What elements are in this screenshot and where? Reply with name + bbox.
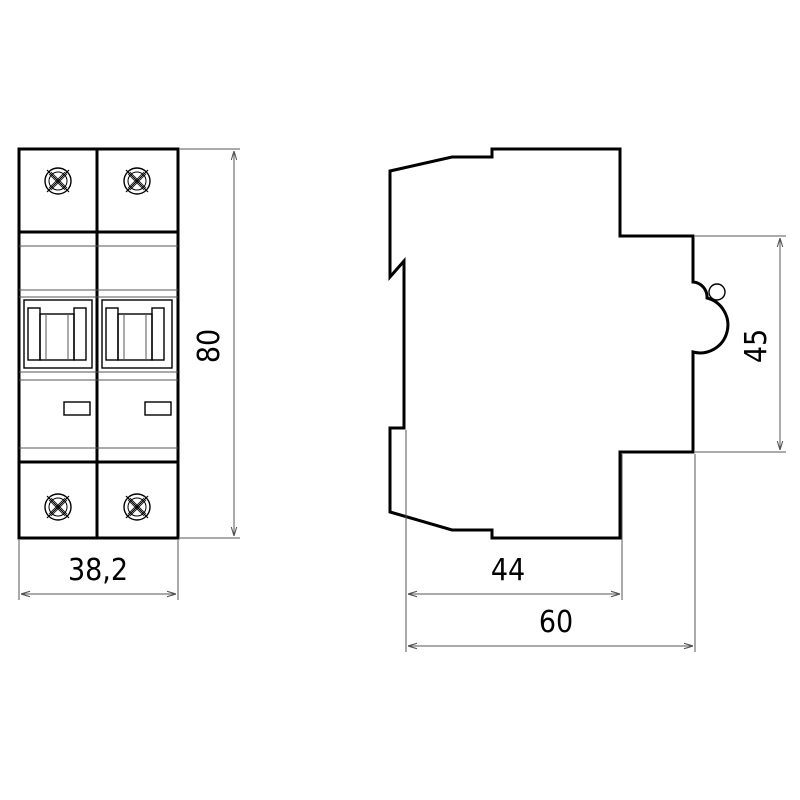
front-view	[17, 147, 180, 540]
side-view	[388, 147, 730, 540]
side-profile-outline	[388, 147, 730, 540]
indicator-window-left	[63, 401, 91, 416]
side-height-label: 45	[739, 329, 774, 363]
side-depth-inner-dimension: 44	[405, 430, 623, 652]
front-width-label: 38,2	[68, 553, 128, 588]
indicator-window-right	[144, 401, 172, 416]
terminal-screw-icon	[44, 167, 72, 195]
side-depth-total-dimension: 60	[408, 454, 696, 652]
terminal-screw-icon	[123, 493, 151, 521]
terminal-screw-icon	[123, 167, 151, 195]
release-latch-icon	[708, 283, 726, 301]
front-height-label: 80	[192, 329, 227, 363]
side-height-dimension: 45	[695, 235, 786, 453]
terminal-screw-icon	[44, 493, 72, 521]
front-width-dimension: 38,2	[18, 540, 179, 600]
side-depth-total-label: 60	[539, 605, 573, 640]
front-height-dimension: 80	[180, 148, 240, 539]
toggle-lever-right	[101, 299, 173, 369]
toggle-lever-left	[23, 299, 93, 369]
side-depth-inner-label: 44	[491, 553, 525, 588]
